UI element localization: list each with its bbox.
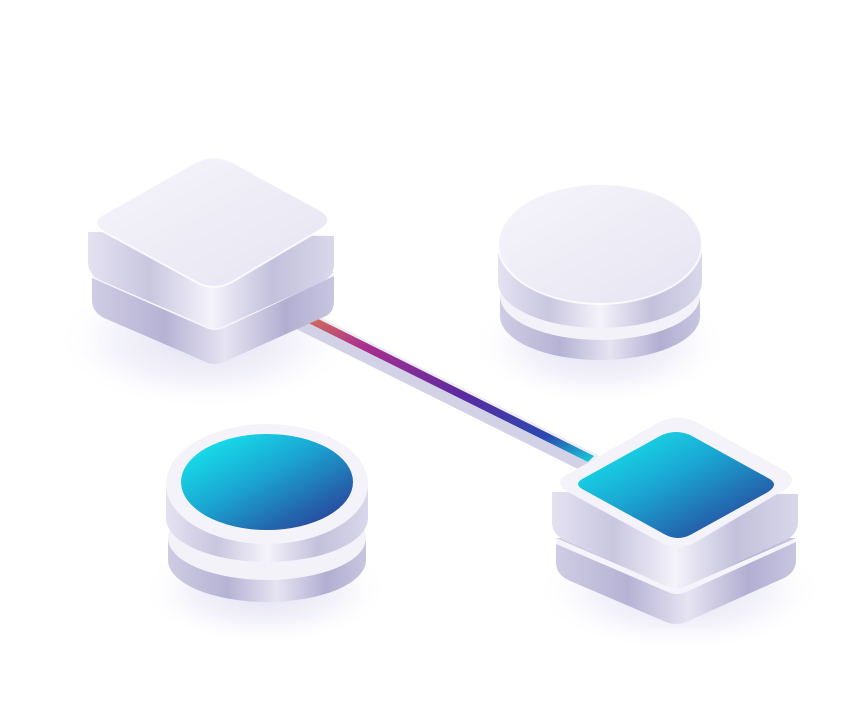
- link-cable: [258, 292, 604, 478]
- square-node-bottom-right: [552, 417, 798, 624]
- square-node-top-left: [88, 156, 334, 364]
- round-node-top-right: [497, 183, 703, 360]
- round-node-bottom-left: [166, 424, 368, 602]
